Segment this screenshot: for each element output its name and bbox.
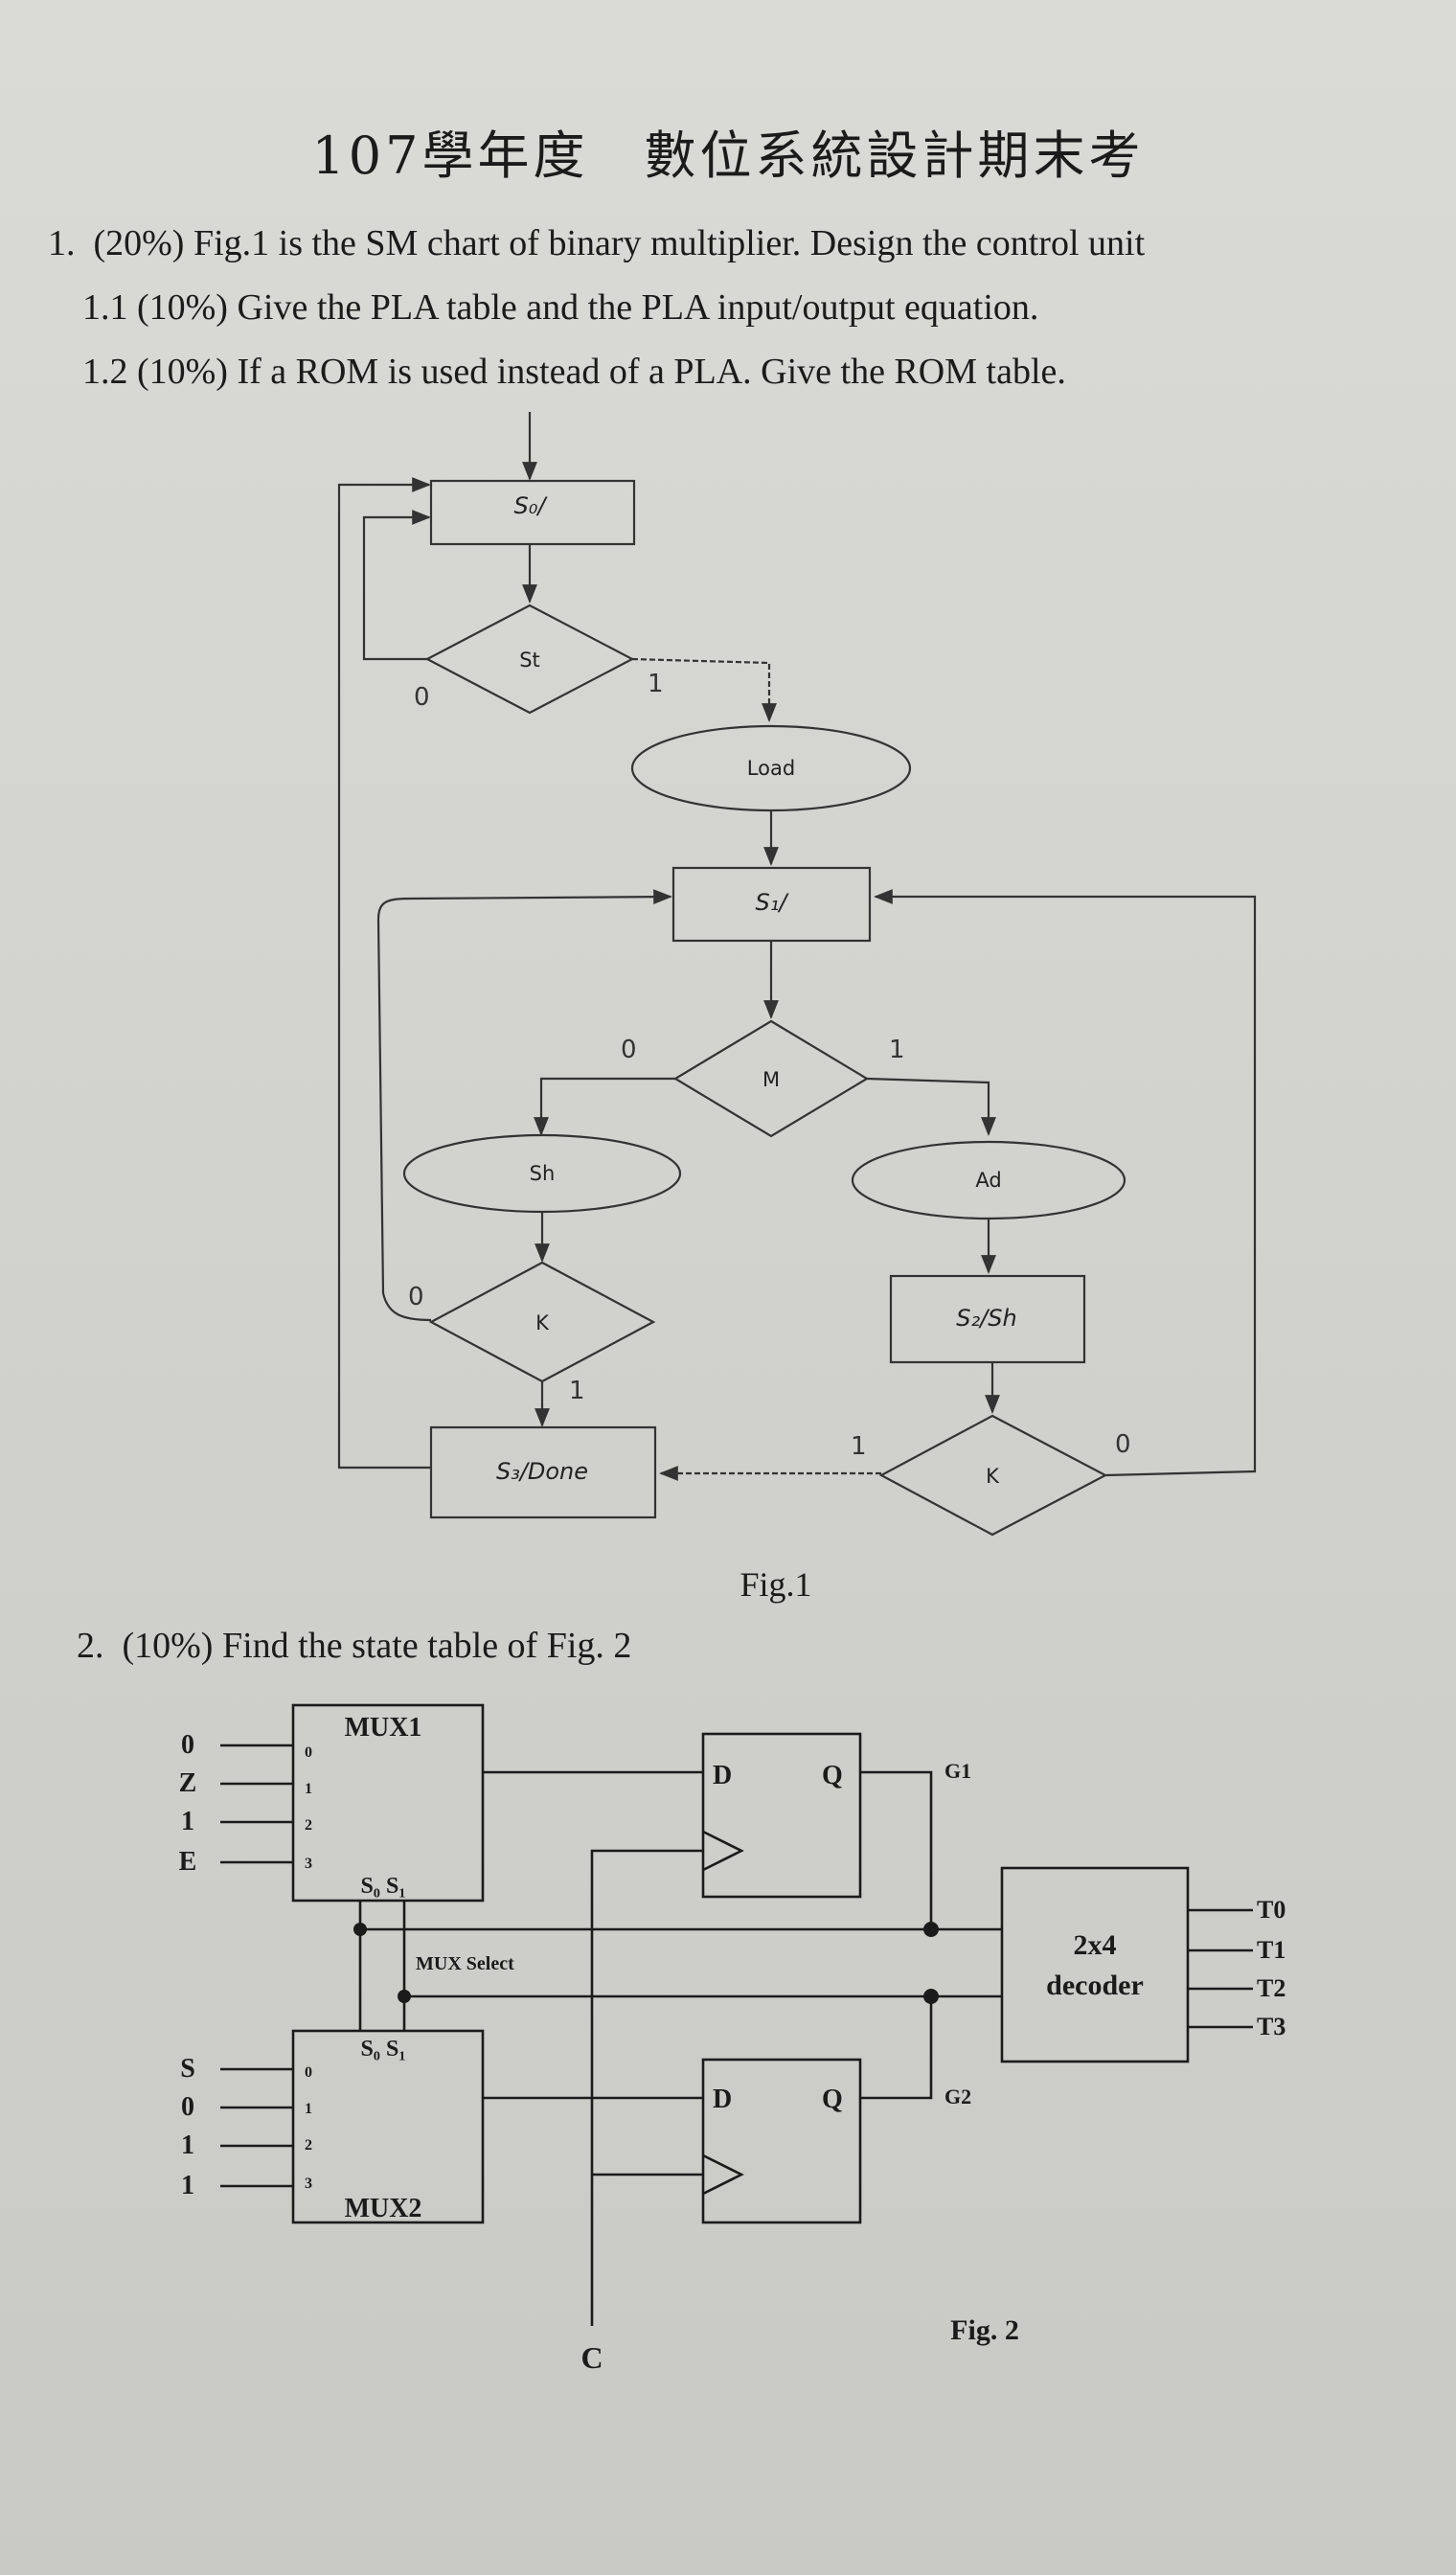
decision-k-left-label: K bbox=[535, 1311, 550, 1334]
mux2-label: MUX2 bbox=[345, 2194, 422, 2223]
decoder-output-3: T3 bbox=[1257, 2013, 1285, 2040]
ff2-d-label: D bbox=[713, 2085, 732, 2114]
question-1-2: 1.2 (10%) If a ROM is used instead of a … bbox=[82, 352, 1066, 392]
mux1-input-1: Z bbox=[179, 1768, 197, 1798]
decoder-label-2: decoder bbox=[1046, 1970, 1144, 2001]
question-2-text: (10%) Find the state table of Fig. 2 bbox=[122, 1626, 632, 1666]
mux2-input-3: 1 bbox=[181, 2171, 194, 2200]
decoder-label-1: 2x4 bbox=[1074, 1929, 1117, 1961]
state-s0-label: S₀/ bbox=[514, 492, 549, 519]
output-ad-label: Ad bbox=[975, 1169, 1001, 1192]
mux2-pin-1: 1 bbox=[305, 2101, 312, 2117]
mux1-pin-3: 3 bbox=[305, 1856, 312, 1872]
branch-st-1: 1 bbox=[648, 670, 664, 698]
ff1-box bbox=[701, 1732, 862, 1899]
mux1-box bbox=[291, 1703, 485, 1903]
mux1-label: MUX1 bbox=[345, 1713, 422, 1743]
ff1-d-label: D bbox=[713, 1761, 732, 1790]
branch-k-left-0: 0 bbox=[408, 1283, 424, 1311]
output-load-label: Load bbox=[747, 757, 795, 780]
mux1-input-0: 0 bbox=[181, 1730, 194, 1760]
decision-k-right-label: K bbox=[986, 1465, 1000, 1488]
question-2-number: 2. bbox=[77, 1626, 104, 1666]
mux1-pin-1: 1 bbox=[305, 1781, 312, 1797]
question-1: 1. (20%) Fig.1 is the SM chart of binary… bbox=[48, 222, 1145, 264]
ff2-q-label: Q bbox=[822, 2085, 843, 2114]
mux2-box bbox=[291, 2029, 485, 2224]
question-1-text: (20%) Fig.1 is the SM chart of binary mu… bbox=[93, 223, 1146, 263]
decoder-output-1: T1 bbox=[1257, 1936, 1285, 1964]
state-s0-box bbox=[429, 479, 636, 546]
state-s3-label: S₃/Done bbox=[496, 1458, 588, 1485]
branch-st-0: 0 bbox=[414, 683, 430, 712]
ff2-box bbox=[701, 2058, 862, 2224]
mux2-pin-3: 3 bbox=[305, 2176, 312, 2192]
state-s2-label: S₂/Sh bbox=[956, 1305, 1016, 1332]
branch-k-right-1: 1 bbox=[851, 1432, 867, 1461]
mux2-select-label: S₀ S₁ bbox=[360, 2037, 405, 2062]
decision-m-label: M bbox=[762, 1068, 780, 1091]
mux2-input-1: 0 bbox=[181, 2092, 194, 2122]
decision-m bbox=[672, 1019, 870, 1138]
mux1-pin-2: 2 bbox=[305, 1817, 312, 1834]
mux1-pin-0: 0 bbox=[305, 1744, 312, 1761]
mux2-input-0: S bbox=[180, 2054, 195, 2084]
fig2-caption: Fig. 2 bbox=[950, 2314, 1019, 2346]
question-1-number: 1. bbox=[48, 223, 76, 263]
decision-st bbox=[424, 604, 635, 715]
ff1-q-label: Q bbox=[822, 1761, 843, 1790]
mux1-input-2: 1 bbox=[181, 1807, 194, 1836]
ff2-output-label: G2 bbox=[944, 2085, 971, 2108]
mux2-input-2: 1 bbox=[181, 2131, 194, 2160]
mux1-input-3: E bbox=[179, 1847, 197, 1877]
decoder-box bbox=[1000, 1866, 1190, 2063]
ff1-output-label: G1 bbox=[944, 1759, 971, 1783]
mux1-select-label: S₀ S₁ bbox=[360, 1874, 405, 1899]
decoder-output-0: T0 bbox=[1257, 1896, 1285, 1924]
decoder-output-2: T2 bbox=[1257, 1974, 1285, 2002]
branch-k-left-1: 1 bbox=[569, 1377, 585, 1405]
mux2-pin-2: 2 bbox=[305, 2137, 312, 2153]
fig1-caption: Fig.1 bbox=[739, 1565, 811, 1604]
question-2: 2. (10%) Find the state table of Fig. 2 bbox=[77, 1625, 631, 1667]
mux-select-label: MUX Select bbox=[416, 1953, 514, 1974]
state-s2-box bbox=[889, 1274, 1086, 1364]
mux2-pin-0: 0 bbox=[305, 2064, 312, 2081]
state-s1-label: S₁/ bbox=[756, 889, 790, 916]
decision-st-label: St bbox=[519, 649, 540, 672]
branch-m-1: 1 bbox=[889, 1036, 905, 1064]
question-1-1: 1.1 (10%) Give the PLA table and the PLA… bbox=[82, 287, 1039, 328]
exam-title: 107學年度 數位系統設計期末考 bbox=[311, 125, 1145, 186]
branch-m-0: 0 bbox=[621, 1036, 637, 1064]
sm-chart-figure: S₀/ S₁/ S₂/Sh S₃/Done St M K K Load Sh A… bbox=[337, 412, 1257, 1604]
clock-label: C bbox=[580, 2340, 603, 2375]
state-s3-box bbox=[429, 1425, 657, 1519]
output-sh-label: Sh bbox=[530, 1162, 556, 1185]
decision-k-right bbox=[878, 1414, 1108, 1537]
branch-k-right-0: 0 bbox=[1115, 1430, 1131, 1459]
